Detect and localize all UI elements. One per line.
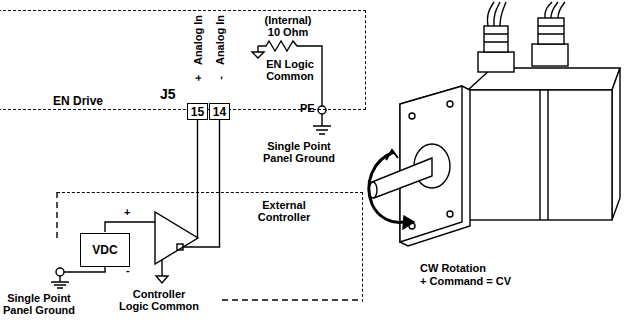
box-label: VDC (92, 244, 117, 256)
resistor-symbol (258, 41, 322, 106)
terminal-name: PE (300, 102, 315, 114)
pe-terminal (318, 106, 326, 114)
box-label: 14 (213, 106, 226, 118)
panel-ground-symbol (51, 276, 69, 288)
analog-minus-wire (183, 119, 220, 247)
signal-name: Analog In (192, 15, 204, 65)
terminal-pin: 14 (209, 103, 230, 120)
op-amp-symbol (155, 212, 198, 264)
rotation-note: + Command = CV (420, 275, 511, 287)
ground-note: Single Point Panel Ground (258, 140, 340, 164)
ground-name: EN Logic Common (264, 58, 316, 82)
op-amp-ref-output (177, 244, 183, 250)
servo-motor (369, 2, 620, 246)
signal-polarity: + (192, 75, 204, 81)
vdc-supply-box: VDC (80, 233, 130, 267)
controller-region: External ControllerVDC (57, 192, 363, 302)
ground-note: Single Point Panel Ground (2, 292, 76, 316)
controller-ground-symbol (156, 260, 168, 283)
connector-name: J5 (160, 88, 176, 100)
ground-name: Controller Logic Common (118, 288, 200, 312)
supply-polarity: - (126, 264, 130, 276)
terminal-pin: 15 (187, 103, 208, 120)
analog-plus-wire (197, 119, 198, 238)
resistor-value: (Internal) 10 Ohm (257, 14, 319, 38)
vdc-plus-wire (105, 222, 155, 232)
signal-name: Analog In (214, 15, 226, 65)
rotation-note: CW Rotation (420, 262, 486, 274)
logic-common-ground (252, 46, 264, 58)
controller-bottom-border (222, 299, 363, 300)
region-title: EN Drive (53, 95, 103, 107)
panel-ground-terminal (56, 268, 64, 276)
signal-polarity: - (214, 76, 226, 80)
panel-ground-symbol (313, 114, 331, 134)
region-title: External Controller (249, 199, 319, 223)
box-label: 15 (191, 106, 204, 118)
supply-polarity: + (124, 206, 130, 218)
